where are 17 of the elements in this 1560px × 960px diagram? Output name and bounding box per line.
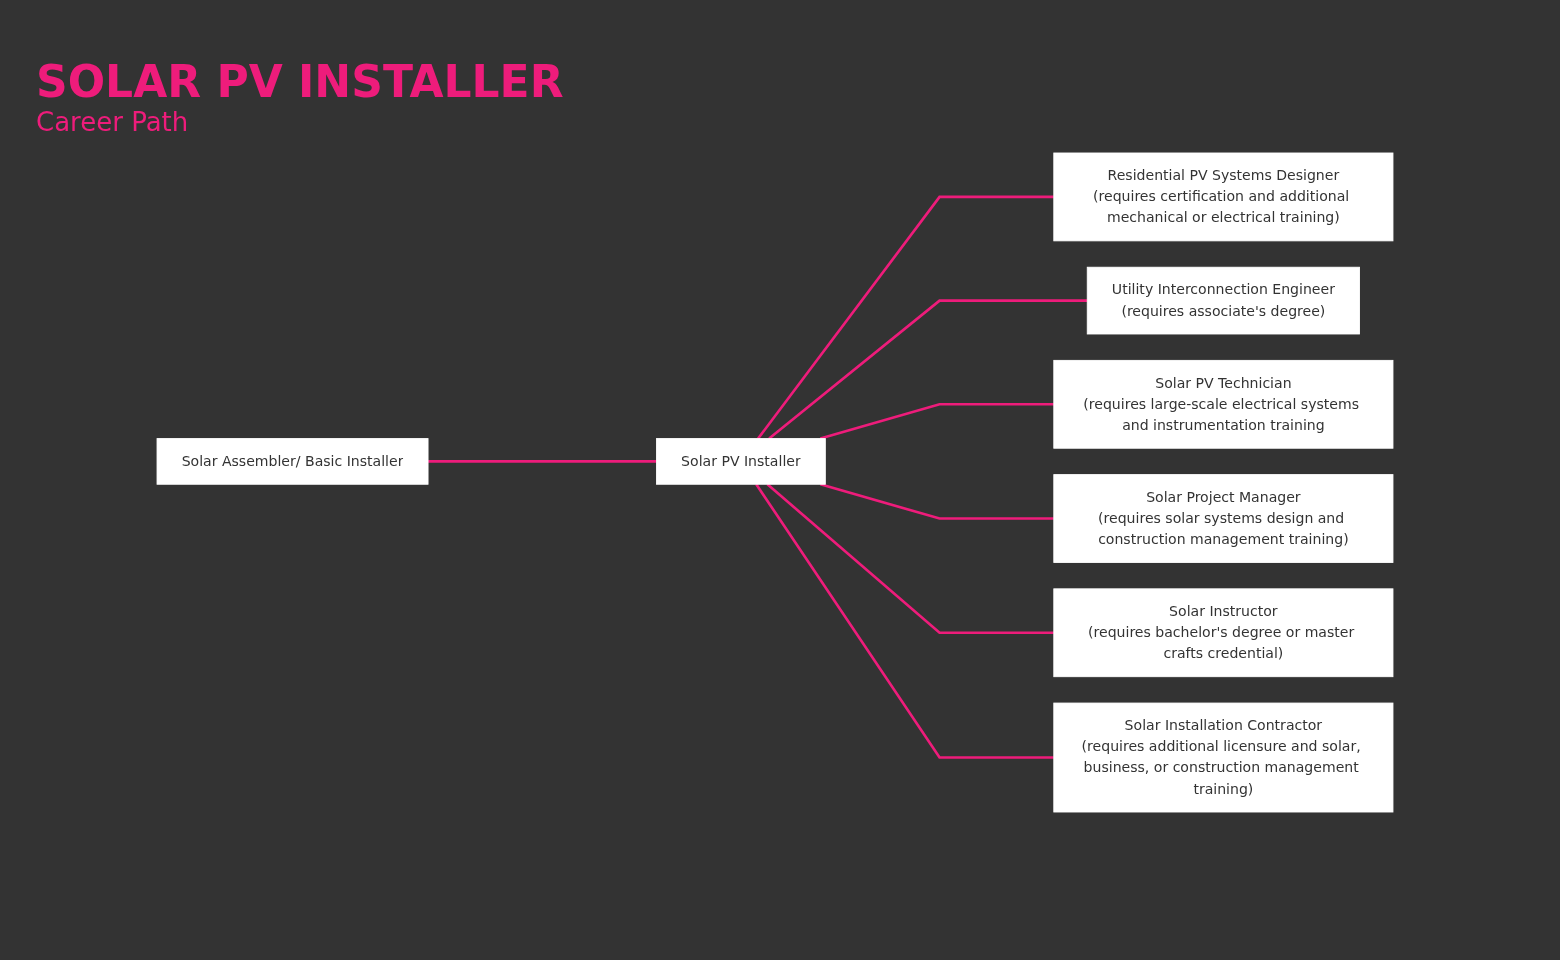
node-box: Solar Installation Contractor (requires additional licensure and solar, business, or construction management training) [1053,702,1394,813]
node-box: Solar PV Technician (requires large-scale electrical systems and instrumentation training [1053,359,1394,449]
connector [768,299,1088,440]
diagram-subtitle: Career Path [36,107,190,137]
node-box: Solar Project Manager (requires solar systems design and construction management training) [1053,474,1394,563]
node-box: Solar Instructor (requires bachelor's degree or master crafts credential) [1053,588,1394,678]
connector [820,403,1054,440]
node-box: Utility Interconnection Engineer (requires associate's degree) [1086,266,1360,335]
node-box: Solar Assembler/ Basic Installer [156,438,429,485]
node-box: Residential PV Systems Designer (requires certification and additional mechanical or electrical training) [1053,152,1394,242]
connector [766,483,1054,635]
connector [428,460,657,463]
connector [757,195,1054,440]
connector [820,483,1054,520]
diagram-title: SOLAR PV INSTALLER [36,56,564,107]
connector [755,483,1054,759]
node-box: Solar PV Installer [656,438,826,485]
